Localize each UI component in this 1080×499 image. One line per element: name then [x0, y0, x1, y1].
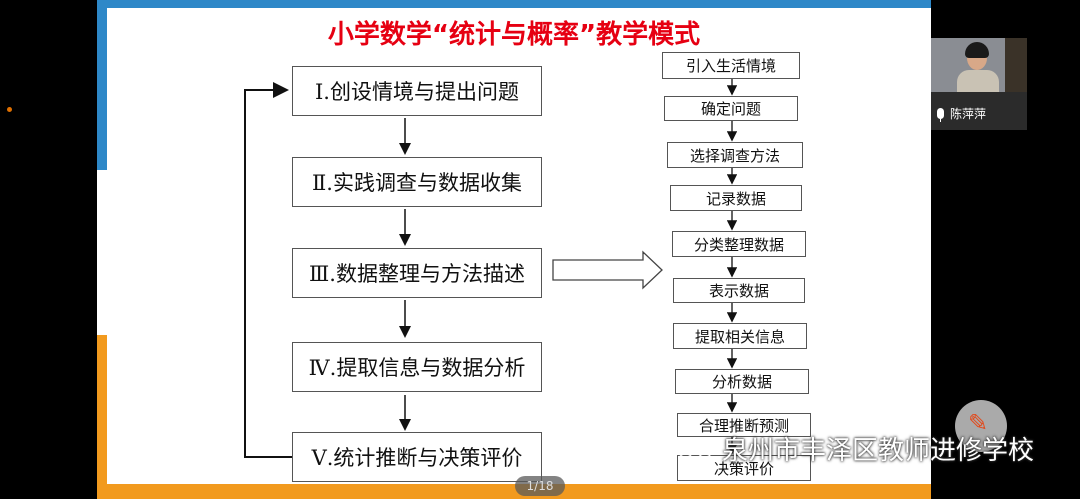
right-step-3: 选择调查方法: [667, 142, 803, 168]
left-step-3: Ⅲ.数据整理与方法描述: [292, 248, 542, 298]
slide-title: 小学数学“统计与概率”教学模式: [327, 20, 701, 50]
right-step-1: 引入生活情境: [662, 52, 800, 79]
left-step-2: Ⅱ.实践调查与数据收集: [292, 157, 542, 207]
slide-left-orange-bar: [97, 335, 107, 499]
slide-left-blue-bar: [97, 0, 107, 170]
participant-camera: [931, 38, 1027, 92]
right-step-9: 合理推断预测: [677, 413, 811, 437]
shared-slide: 小学数学“统计与概率”教学模式 Ⅰ.创设情境与提出问题 Ⅱ.实践调查与数据收集 …: [97, 0, 931, 499]
right-step-2: 确定问题: [664, 96, 798, 121]
right-step-8: 分析数据: [675, 369, 809, 394]
left-step-1: Ⅰ.创设情境与提出问题: [292, 66, 542, 116]
right-step-4: 记录数据: [670, 185, 802, 211]
left-step-5: Ⅴ.统计推断与决策评价: [292, 432, 542, 482]
side-indicator-dot: [7, 107, 12, 112]
paint-brush-icon: ✎: [968, 409, 989, 437]
page-indicator: 1/18: [515, 476, 565, 496]
participant-label: 陈萍萍: [931, 102, 1027, 124]
wechat-icon: ◔◔: [676, 436, 715, 461]
left-step-4: Ⅳ.提取信息与数据分析: [292, 342, 542, 392]
participant-video-tile[interactable]: 陈萍萍: [931, 38, 1027, 130]
right-step-7: 提取相关信息: [673, 323, 807, 349]
expand-arrow: [552, 250, 663, 290]
annotate-button[interactable]: ✎: [955, 400, 1007, 452]
feedback-loop-arrow: [244, 82, 292, 458]
watermark-text: 泉州市丰泽区教师进修学校: [722, 436, 1035, 466]
flow-connectors: [244, 79, 738, 458]
right-step-5: 分类整理数据: [672, 231, 806, 257]
slide-top-bar: [97, 0, 931, 8]
right-step-10: 决策评价: [677, 455, 811, 481]
participant-name: 陈萍萍: [950, 106, 987, 121]
mic-icon: [937, 107, 944, 122]
right-step-6: 表示数据: [673, 278, 805, 303]
slide-bottom-bar: [97, 484, 931, 499]
